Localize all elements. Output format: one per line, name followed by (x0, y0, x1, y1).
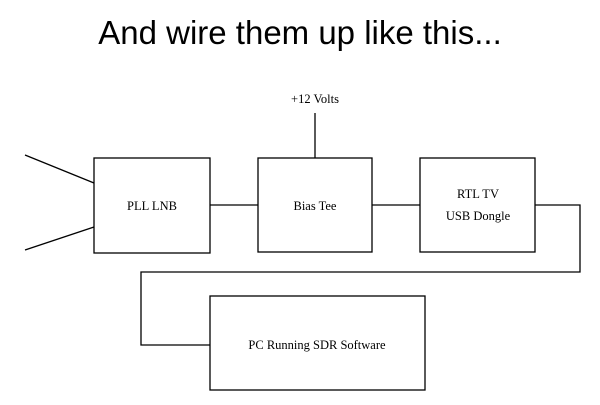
bias-tee-label: Bias Tee (294, 199, 337, 213)
dongle-label-line1: RTL TV (457, 187, 499, 201)
bias-tee-block (257, 157, 373, 253)
power-label: +12 Volts (291, 92, 339, 106)
pc-label: PC Running SDR Software (248, 338, 386, 352)
pc-block (209, 295, 426, 391)
antenna-line-top (24, 154, 95, 184)
lnb-block (93, 157, 211, 254)
slide-title: And wire them up like this... (98, 14, 502, 51)
dongle-block (419, 157, 536, 253)
lnb-label: PLL LNB (127, 199, 177, 213)
dongle-label-line2: USB Dongle (446, 209, 511, 223)
wire-dongle-to-pc (140, 204, 581, 346)
antenna-line-bottom (24, 226, 95, 251)
